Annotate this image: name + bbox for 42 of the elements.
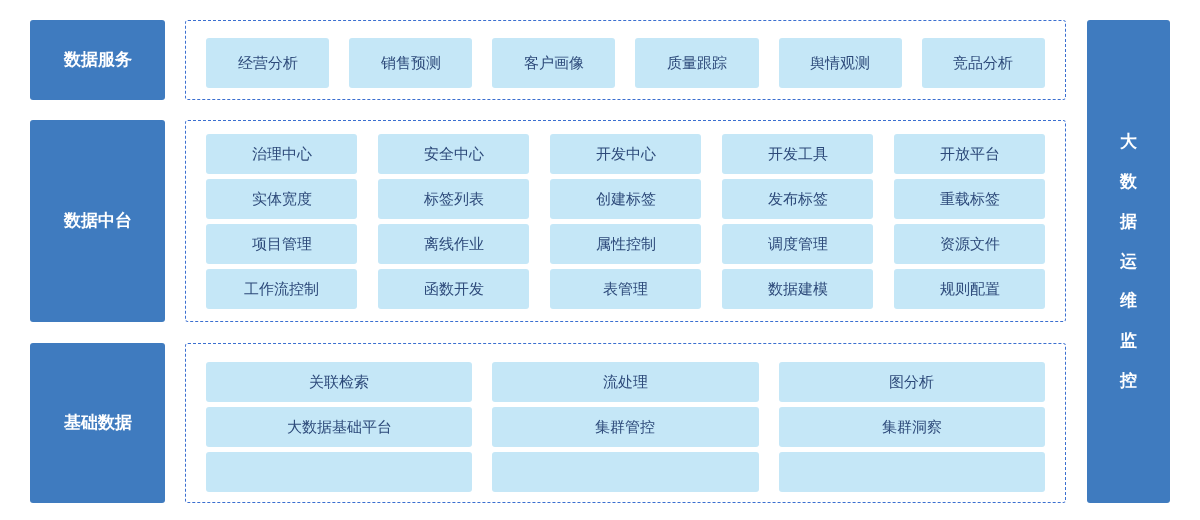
vertical-band: 大数据运维监控 (1087, 20, 1170, 503)
module-box: 开发中心 (550, 134, 701, 174)
module-box: 调度管理 (722, 224, 873, 264)
module-box: 开发工具 (722, 134, 873, 174)
module-box: 离线作业 (378, 224, 529, 264)
empty-box (492, 452, 759, 492)
dashed-group-frame (185, 343, 1066, 503)
layer-label-box: 基础数据 (30, 343, 165, 503)
module-box: 销售预测 (349, 38, 473, 88)
module-box: 规则配置 (894, 269, 1045, 309)
module-box: 开放平台 (894, 134, 1045, 174)
dashed-group-frame (185, 120, 1066, 322)
module-box: 集群管控 (492, 407, 759, 447)
module-box: 图分析 (778, 362, 1045, 402)
module-box: 函数开发 (378, 269, 529, 309)
layer-label-box: 数据服务 (30, 20, 165, 100)
empty-box (778, 452, 1045, 492)
module-box: 发布标签 (722, 179, 873, 219)
module-box: 舆情观测 (778, 38, 902, 88)
module-box: 流处理 (492, 362, 759, 402)
module-box: 项目管理 (206, 224, 357, 264)
module-box: 重载标签 (894, 179, 1045, 219)
module-box: 表管理 (550, 269, 701, 309)
module-box: 大数据基础平台 (206, 407, 473, 447)
module-box: 质量跟踪 (635, 38, 759, 88)
module-box: 客户画像 (492, 38, 616, 88)
module-box: 属性控制 (550, 224, 701, 264)
dashed-group-frame (185, 20, 1066, 100)
module-box: 创建标签 (550, 179, 701, 219)
module-box: 关联检索 (206, 362, 473, 402)
module-box: 工作流控制 (206, 269, 357, 309)
module-box: 经营分析 (206, 38, 330, 88)
module-box: 集群洞察 (778, 407, 1045, 447)
module-box: 资源文件 (894, 224, 1045, 264)
module-box: 治理中心 (206, 134, 357, 174)
module-box: 数据建模 (722, 269, 873, 309)
layer-label-box: 数据中台 (30, 120, 165, 322)
module-box: 竞品分析 (921, 38, 1045, 88)
empty-box (206, 452, 473, 492)
module-box: 实体宽度 (206, 179, 357, 219)
module-box: 标签列表 (378, 179, 529, 219)
module-box: 安全中心 (378, 134, 529, 174)
